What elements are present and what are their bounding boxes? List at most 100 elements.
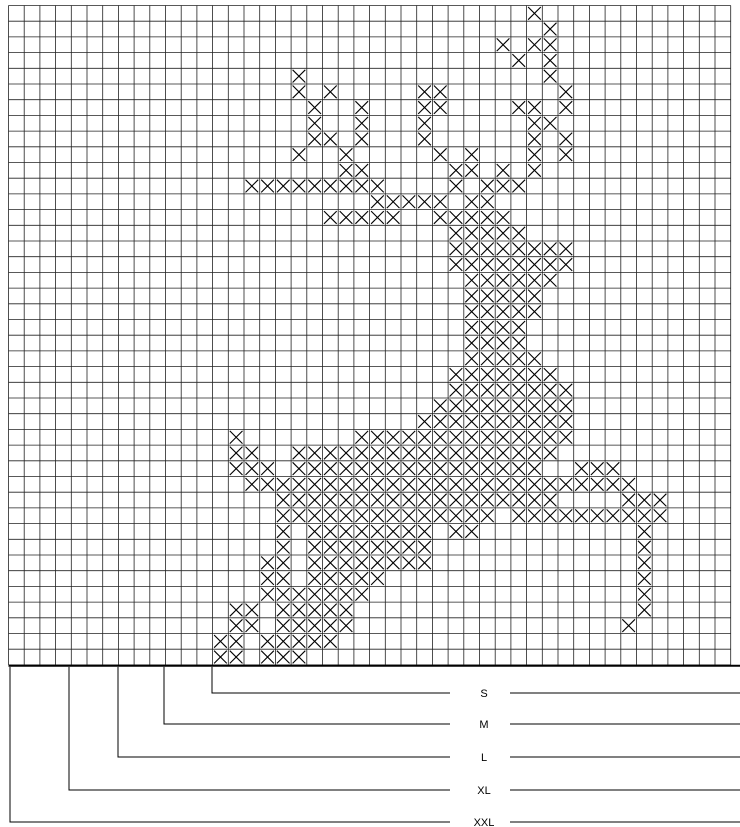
- stitch-cross: [497, 227, 510, 240]
- stitch-cross: [230, 447, 243, 460]
- stitch-cross: [371, 541, 384, 554]
- stitch-cross: [371, 211, 384, 224]
- stitch-cross: [403, 494, 416, 507]
- stitch-cross: [512, 243, 525, 256]
- stitch-cross: [324, 478, 337, 491]
- stitch-cross: [544, 494, 557, 507]
- stitch-cross: [512, 368, 525, 381]
- stitch-cross: [544, 368, 557, 381]
- stitch-cross: [308, 101, 321, 114]
- stitch-cross: [324, 133, 337, 146]
- stitch-cross: [512, 447, 525, 460]
- stitch-cross: [246, 478, 259, 491]
- stitch-cross: [308, 572, 321, 585]
- stitch-cross: [560, 415, 573, 428]
- stitch-cross: [403, 541, 416, 554]
- stitch-cross: [355, 572, 368, 585]
- stitch-cross: [355, 478, 368, 491]
- stitch-cross: [418, 101, 431, 114]
- stitch-cross: [528, 305, 541, 318]
- stitch-cross: [528, 447, 541, 460]
- stitch-cross: [403, 478, 416, 491]
- stitch-cross: [450, 415, 463, 428]
- stitch-cross: [308, 447, 321, 460]
- stitch-cross: [560, 431, 573, 444]
- stitch-cross: [512, 101, 525, 114]
- stitch-cross: [293, 447, 306, 460]
- stitch-cross: [497, 431, 510, 444]
- stitch-cross: [638, 509, 651, 522]
- size-label-xxl: XXL: [474, 817, 495, 827]
- stitch-cross: [434, 462, 447, 475]
- stitch-cross: [575, 462, 588, 475]
- stitch-cross: [340, 525, 353, 538]
- stitch-cross: [497, 447, 510, 460]
- stitch-cross: [340, 604, 353, 617]
- stitch-cross: [481, 321, 494, 334]
- stitch-cross: [308, 462, 321, 475]
- stitch-cross: [308, 494, 321, 507]
- stitch-cross: [340, 541, 353, 554]
- stitch-cross: [293, 635, 306, 648]
- stitch-cross: [308, 117, 321, 130]
- stitch-cross: [497, 180, 510, 193]
- stitch-cross: [528, 117, 541, 130]
- stitch-cross: [355, 541, 368, 554]
- stitch-cross: [638, 494, 651, 507]
- stitch-cross: [371, 494, 384, 507]
- stitch-cross: [387, 525, 400, 538]
- stitch-cross: [481, 462, 494, 475]
- stitch-cross: [371, 509, 384, 522]
- stitch-cross: [512, 509, 525, 522]
- stitch-cross: [638, 604, 651, 617]
- stitch-cross: [544, 384, 557, 397]
- stitch-cross: [528, 462, 541, 475]
- stitch-cross: [277, 478, 290, 491]
- stitch-cross: [544, 447, 557, 460]
- stitch-cross: [560, 86, 573, 99]
- stitch-cross: [261, 635, 274, 648]
- size-guide-line: [69, 667, 450, 790]
- stitch-cross: [324, 525, 337, 538]
- stitch-cross: [528, 478, 541, 491]
- stitch-cross: [544, 509, 557, 522]
- stitch-cross: [324, 604, 337, 617]
- stitch-cross: [308, 635, 321, 648]
- stitch-cross: [293, 478, 306, 491]
- stitch-cross: [560, 509, 573, 522]
- stitch-cross: [450, 368, 463, 381]
- stitch-cross: [497, 368, 510, 381]
- stitch-cross: [355, 447, 368, 460]
- stitch-cross: [308, 588, 321, 601]
- stitch-cross: [497, 211, 510, 224]
- stitch-cross: [340, 148, 353, 161]
- stitch-cross: [560, 384, 573, 397]
- stitch-cross: [512, 478, 525, 491]
- stitch-cross: [277, 180, 290, 193]
- stitch-cross: [465, 415, 478, 428]
- stitch-cross: [293, 148, 306, 161]
- stitch-cross: [277, 494, 290, 507]
- stitch-cross: [371, 431, 384, 444]
- stitch-cross: [528, 164, 541, 177]
- stitch-cross: [324, 447, 337, 460]
- stitch-cross: [512, 274, 525, 287]
- stitch-cross: [308, 133, 321, 146]
- stitch-cross: [481, 211, 494, 224]
- stitch-cross: [340, 588, 353, 601]
- stitch-cross: [481, 415, 494, 428]
- stitch-cross: [638, 572, 651, 585]
- stitch-cross: [277, 619, 290, 632]
- stitch-cross: [465, 243, 478, 256]
- stitch-cross: [308, 541, 321, 554]
- stitch-cross: [293, 604, 306, 617]
- stitch-cross: [512, 415, 525, 428]
- stitch-cross: [277, 651, 290, 664]
- stitch-cross: [512, 321, 525, 334]
- stitch-cross: [465, 164, 478, 177]
- stitch-cross: [638, 588, 651, 601]
- stitch-cross: [481, 368, 494, 381]
- stitch-cross: [277, 604, 290, 617]
- stitch-cross: [528, 431, 541, 444]
